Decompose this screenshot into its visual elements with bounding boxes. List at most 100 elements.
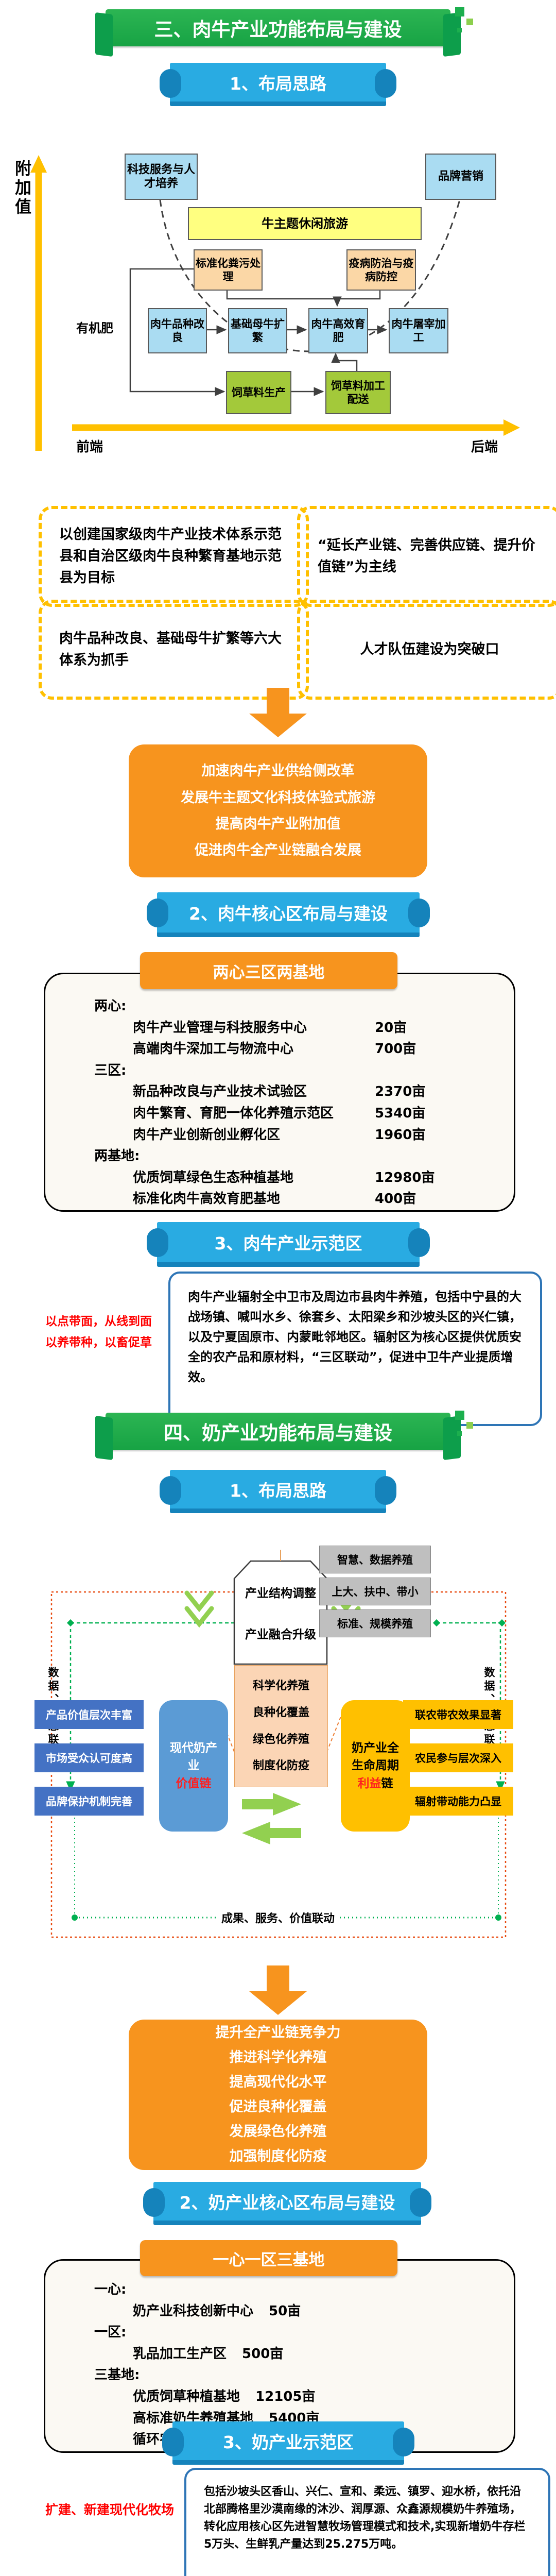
core-category: 三区:	[94, 1062, 127, 1078]
dis ease-control-box: 疫病防治与疫病防控	[346, 249, 416, 291]
value-added-axis-label: 附加值	[12, 160, 32, 217]
dairy-demo-banner: 3、奶产业示范区	[162, 2421, 414, 2465]
benefit-point-bar: 联农带农效果显著	[403, 1700, 513, 1729]
beef-demo-note: 以点带面，从线到面 以养带种，以畜促草	[45, 1311, 169, 1354]
dairy-core-banner: 2、奶产业核心区布局与建设	[143, 2182, 431, 2225]
core-item-value: 500亩	[242, 2346, 284, 2362]
beef-goal-text: 以创建国家级肉牛产业技术体系示范县和自治区级肉牛良种繁育基地示范县为目标	[59, 527, 282, 586]
down-arrow-head-icon	[249, 714, 307, 737]
dairy-summary-line: 发展绿色化养殖	[229, 2124, 327, 2140]
pixel-decor-icon	[457, 1431, 462, 1436]
scale-strategy-tag: 上大、扶中、带小	[319, 1578, 431, 1605]
core-item-value: 12105亩	[255, 2388, 316, 2404]
dairy-demo-text: 包括沙坡头区香山、兴仁、宣和、柔远、镇罗、迎水桥，依托沿北部腾格里沙漠南缘的沐沙…	[204, 2485, 526, 2551]
section3-title: 三、肉牛产业功能布局与建设	[154, 19, 402, 41]
benefit-point-bar: 农民参与层次深入	[403, 1743, 513, 1772]
core-item-value: 5340亩	[375, 1105, 426, 1121]
back-end-label: 后端	[471, 439, 498, 455]
benefit-chain-suffix: 链	[381, 1776, 393, 1790]
down-arrow-icon	[267, 688, 289, 714]
dairy-diagram-connectors-icon	[50, 1550, 507, 1938]
beef-summary-line: 加速肉牛产业供给侧改革	[201, 763, 355, 779]
value-chain-prefix: 现代奶产业	[170, 1741, 217, 1773]
beef-summary-line: 发展牛主题文化科技体验式旅游	[181, 789, 375, 806]
beef-diagram-connectors-icon	[30, 155, 520, 451]
farming-method-line: 良种化覆盖	[252, 1706, 309, 1719]
core-category: 一心:	[94, 2282, 127, 2297]
dairy-layout-title: 1、布局思路	[230, 1480, 326, 1501]
core-category: 一区:	[94, 2325, 127, 2341]
dairy-summary-line: 加强制度化防疫	[229, 2148, 327, 2165]
farming-method-line: 科学化养殖	[252, 1680, 309, 1693]
dairy-demo-banner-title: 3、奶产业示范区	[223, 2432, 354, 2452]
section3-banner: 三、肉牛产业功能布局与建设	[106, 9, 450, 46]
beef-demo-banner-title: 3、肉牛产业示范区	[214, 1233, 362, 1253]
core-item-value: 700亩	[375, 1041, 416, 1057]
structure-adjust-line2: 产业融合升级	[245, 1628, 316, 1641]
beef-layout-title: 1、布局思路	[230, 73, 326, 94]
core-item-label: 新品种改良与产业技术试验区	[133, 1084, 307, 1100]
forage-production-box: 饲草料生产	[226, 371, 291, 414]
dairy-core-header: 一心一区三基地	[140, 2240, 397, 2276]
value-chain-box: 现代奶产业 价值链	[159, 1700, 228, 1832]
beef-summary-line: 提高肉牛产业附加值	[215, 816, 341, 832]
beef-summary-box: 加速肉牛产业供给侧改革 发展牛主题文化科技体验式旅游 提高肉牛产业附加值 促进肉…	[129, 744, 427, 877]
dairy-summary-line: 提高现代化水平	[229, 2074, 327, 2090]
core-item-label: 优质饲草绿色生态种植基地	[133, 1170, 294, 1185]
farming-method-line: 绿色化养殖	[252, 1733, 309, 1746]
result-link-label: 成果、服务、价值联动	[216, 1909, 340, 1926]
manure-treatment-box: 标准化粪污处理	[194, 249, 263, 291]
core-item-label: 肉牛繁育、育肥一体化养殖示范区	[133, 1105, 334, 1121]
beef-demo-note-line2: 以养带种，以畜促草	[45, 1336, 152, 1350]
benefit-chain-red: 利益	[357, 1776, 381, 1790]
beef-talent-text: 人才队伍建设为突破口	[360, 641, 499, 658]
organic-fertilizer-label: 有机肥	[76, 321, 113, 335]
core-item-value: 2370亩	[375, 1084, 426, 1100]
beef-core-banner-title: 2、肉牛核心区布局与建设	[189, 904, 388, 924]
value-point-bar: 产品价值层次丰富	[34, 1700, 144, 1729]
beef-demo-box: 肉牛产业辐射全中卫市及周边市县肉牛养殖，包括中宁县的大战场镇、喊叫水乡、徐套乡、…	[168, 1272, 542, 1426]
value-point-bar: 市场受众认可度高	[34, 1743, 144, 1772]
breed-improvement-box: 肉牛品种改良	[148, 308, 207, 353]
fattening-box: 肉牛高效育肥	[308, 308, 368, 353]
core-item-label: 乳品加工生产区	[133, 2346, 227, 2362]
beef-mainline-box: “延长产业链、完善供应链、提升价值链”为主线	[297, 506, 556, 607]
dairy-core-banner-title: 2、奶产业核心区布局与建设	[179, 2192, 395, 2213]
smart-farming-tag: 智慧、数据养殖	[319, 1546, 431, 1573]
standard-farming-tag: 标准、规模养殖	[319, 1609, 431, 1637]
brand-marketing-box: 品牌营销	[425, 154, 496, 200]
beef-demo-text: 肉牛产业辐射全中卫市及周边市县肉牛养殖，包括中宁县的大战场镇、喊叫水乡、徐套乡、…	[188, 1290, 522, 1384]
slaughter-box: 肉牛屠宰加工	[389, 308, 448, 353]
down-arrow-head-icon	[249, 1991, 307, 2015]
dairy-core-header-text: 一心一区三基地	[213, 2250, 325, 2269]
core-item-value: 50亩	[269, 2303, 301, 2319]
pixel-decor-icon	[466, 1422, 473, 1429]
beef-core-header: 两心三区两基地	[140, 952, 397, 989]
core-category: 三基地:	[94, 2367, 140, 2383]
benefit-point-bar: 辐射带动能力凸显	[403, 1787, 513, 1816]
beef-mainline-text: “延长产业链、完善供应链、提升价值链”为主线	[318, 537, 535, 575]
beef-summary-line: 促进肉牛全产业链融合发展	[195, 842, 361, 859]
dairy-summary-line: 推进科学化养殖	[229, 2049, 327, 2065]
beef-core-banner: 2、肉牛核心区布局与建设	[147, 892, 430, 937]
farming-method-line: 制度化防疫	[252, 1759, 309, 1773]
dairy-summary-line: 促进良种化覆盖	[229, 2099, 327, 2115]
dairy-demo-note: 扩建、新建现代化牧场	[45, 2502, 175, 2517]
core-item-value: 12980亩	[375, 1170, 435, 1185]
structure-adjust-line1: 产业结构调整	[245, 1587, 316, 1600]
beef-core-header-text: 两心三区两基地	[213, 963, 325, 982]
beef-talent-box: 人才队伍建设为突破口	[297, 600, 556, 700]
core-item-value: 20亩	[375, 1020, 407, 1036]
benefit-chain-box: 奶产业全生命周期 利益链	[341, 1700, 410, 1832]
dairy-summary-box: 提升全产业链竞争力 推进科学化养殖 提高现代化水平 促进良种化覆盖 发展绿色化养…	[129, 2020, 427, 2170]
core-category: 两心:	[94, 998, 127, 1014]
dairy-summary-line: 提升全产业链竞争力	[215, 2024, 341, 2041]
pixel-decor-icon	[455, 1411, 464, 1420]
beef-diagram: 附加值 科技服务与人才培养 品牌营销 牛主题休闲旅游 标准化粪污处理 疫病防治与…	[0, 147, 556, 487]
cow-expansion-box: 基础母牛扩繁	[228, 308, 287, 353]
core-item-value: 400亩	[375, 1191, 416, 1207]
pixel-decor-icon	[455, 7, 464, 16]
